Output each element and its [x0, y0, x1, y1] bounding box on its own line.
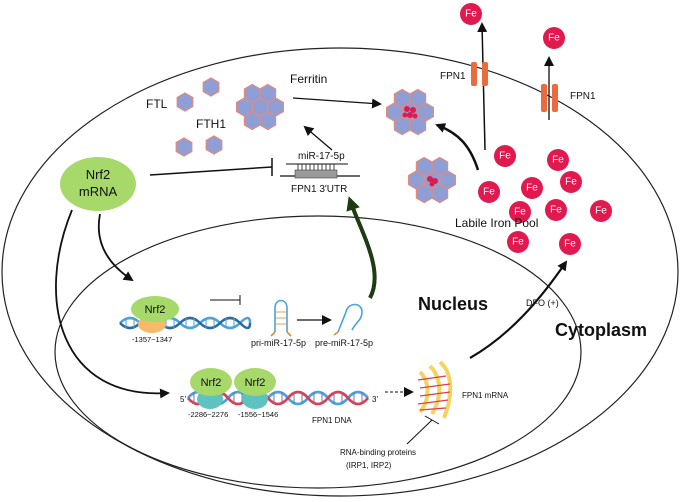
pri-mir-hairpin-icon [270, 299, 292, 337]
fe-ion-icon: Fe [460, 3, 482, 25]
fe-ion-icon: Fe [478, 181, 500, 203]
ftl-hexagons [176, 77, 220, 112]
fe-ion-icon: Fe [559, 233, 581, 255]
cell-membrane [1, 47, 679, 497]
nrf2-c-label: Nrf2 [245, 377, 266, 389]
fpn1-mrna-strand-icon [417, 360, 453, 419]
five-prime-label: 5' [180, 395, 186, 404]
fe-ion-icon: Fe [547, 149, 569, 171]
ferritin-label: Ferritin [290, 72, 327, 86]
ferritin-to-iron-arrow [292, 97, 382, 109]
fe-ions: Fe Fe Fe Fe Fe Fe Fe Fe Fe Fe Fe Fe [460, 3, 612, 255]
svg-text:Fe: Fe [526, 183, 538, 194]
mir-17-5p-label: miR-17-5p [298, 151, 345, 162]
nrf2-a-label: Nrf2 [145, 304, 166, 316]
pool-to-ferritin-arrow [435, 123, 480, 171]
svg-text:Fe: Fe [499, 151, 511, 162]
fe-ion-icon: Fe [543, 27, 565, 49]
fe-ion-icon: Fe [521, 177, 543, 199]
nrf2-bubble-a [131, 296, 179, 322]
pos-1357-label: -1357~1347 [132, 335, 172, 344]
labile-iron-pool-label: Labile Iron Pool [455, 216, 538, 230]
fe-ion-icon: Fe [545, 199, 567, 221]
svg-text:Fe: Fe [550, 205, 562, 216]
fpn1-left-label: FPN1 [440, 71, 466, 82]
svg-text:Fe: Fe [548, 33, 560, 44]
pre-mir-label: pre-miR-17-5p [315, 338, 373, 348]
pos-1556-label: -1556~1546 [238, 410, 278, 419]
nrf2-bubble-c [234, 368, 276, 396]
fe-ion-icon: Fe [509, 201, 531, 223]
nucleus-membrane [54, 215, 582, 489]
nrf2-mrna-label-line2: mRNA [79, 184, 118, 199]
dfo-label: DFO (+) [526, 298, 559, 308]
pool-to-fpn1-arrow [477, 22, 488, 151]
fpn1-3utr-icon [280, 163, 360, 179]
fe-ion-icon: Fe [494, 145, 516, 167]
svg-text:Fe: Fe [483, 187, 495, 198]
svg-text:Fe: Fe [514, 207, 526, 218]
pri-mir-label: pri-miR-17-5p [251, 338, 306, 348]
rbp-label-line2: (IRP1, IRP2) [346, 461, 392, 470]
fpn1-right-label: FPN1 [570, 91, 596, 102]
fpn1-dna-label: FPN1 DNA [312, 416, 352, 425]
fe-ion-icon: Fe [560, 171, 582, 193]
fth1-hexagons [175, 135, 223, 157]
mrna-export-arrow [469, 260, 568, 359]
nrf2-mrna-bubble [60, 157, 136, 211]
rbp-label-line1: RNA-binding proteins [340, 448, 416, 457]
rbp-inhibit-line [406, 419, 433, 445]
fpn1-channel-right-icon [541, 84, 558, 112]
ferritin-loading-cluster-icon [408, 156, 456, 204]
svg-text:Fe: Fe [595, 206, 607, 217]
nrf2-to-mir-promoter-arrow [97, 213, 134, 282]
pre-mir-hairpin-icon [333, 303, 363, 336]
three-prime-label: 3' [372, 395, 378, 404]
ferritin-cluster-icon [236, 83, 284, 131]
nucleus-label: Nucleus [418, 294, 488, 314]
ftl-label: FTL [146, 97, 168, 111]
rbp-inhibit-bar [424, 415, 440, 425]
nrf2-to-fpn1-promoter-arrow [55, 209, 170, 399]
fpn1-channel-left-icon [471, 62, 488, 86]
cytoplasm-label: Cytoplasm [555, 320, 647, 340]
fe-ion-icon: Fe [507, 231, 529, 253]
pre-mir-export-arrow [346, 196, 377, 299]
svg-text:Fe: Fe [565, 177, 577, 188]
nrf2-b-label: Nrf2 [201, 377, 222, 389]
fpn1-mrna-label: FPN1 mRNA [462, 391, 509, 400]
svg-text:Fe: Fe [564, 239, 576, 250]
nrf2-inhibits-utr-line [149, 166, 273, 176]
pos-2286-label: -2286~2276 [188, 410, 228, 419]
nrf2-mrna-label-line1: Nrf2 [86, 167, 111, 182]
fpn1-3utr-label: FPN1 3'UTR [291, 184, 347, 195]
svg-text:Fe: Fe [552, 155, 564, 166]
svg-text:Fe: Fe [512, 237, 524, 248]
fth1-label: FTH1 [196, 117, 226, 131]
nrf2-bubble-b [190, 368, 232, 396]
svg-text:Fe: Fe [465, 9, 477, 20]
fe-ion-icon: Fe [590, 200, 612, 222]
ferritin-iron-cluster-icon [386, 88, 434, 136]
utr-to-ferritin-arrow [303, 125, 333, 151]
